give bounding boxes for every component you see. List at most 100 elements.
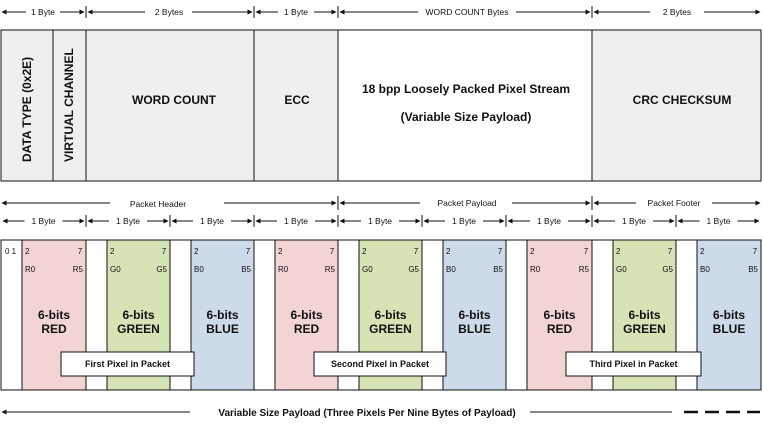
byte-width-label: 1 Byte [537, 216, 561, 226]
bit-count-label: 6-bits [713, 308, 745, 322]
bit-index-2: 2 [25, 247, 30, 256]
bit-end-label: B5 [493, 265, 503, 274]
bit-index-2: 2 [110, 247, 115, 256]
section-packet-header: Packet Header [130, 199, 186, 209]
color-channel-label: BLUE [713, 322, 746, 336]
byte-width-label: 1 Byte [284, 216, 308, 226]
color-channel-label: BLUE [458, 322, 491, 336]
bit-end-label: B5 [241, 265, 251, 274]
pixel-group-text: Second Pixel in Packet [331, 359, 429, 369]
byte-width-label: 1 Byte [31, 216, 55, 226]
bit-index-0-1: 0 1 [5, 247, 17, 256]
bit-end-label: R5 [579, 265, 590, 274]
bit-end-label: R5 [325, 265, 336, 274]
color-channel-label: GREEN [623, 322, 666, 336]
field-virtual-channel: VIRTUAL CHANNEL [62, 48, 76, 162]
bit-end-label: R5 [73, 265, 84, 274]
bit-start-label: B0 [194, 265, 204, 274]
bit-end-label: B5 [748, 265, 758, 274]
bit-index-7: 7 [668, 247, 673, 256]
byte-width-marker: 1 Byte [505, 215, 591, 227]
byte-width-marker: 1 Byte [421, 215, 505, 227]
pixel-group-text: Third Pixel in Packet [589, 359, 677, 369]
packet-structure: DATA TYPE (0x2E) VIRTUAL CHANNEL WORD CO… [0, 29, 762, 182]
byte-width-marker: 1 Byte [2, 216, 85, 226]
bit-count-label: 6-bits [628, 308, 660, 322]
section-packet-payload: Packet Payload [437, 198, 496, 208]
bit-start-label: B0 [446, 265, 456, 274]
bit-index-7: 7 [78, 247, 83, 256]
size-label-crc: 2 Bytes [663, 7, 691, 17]
bit-index-7: 7 [162, 247, 167, 256]
size-label-word-count: 2 Bytes [155, 7, 183, 17]
bit-start-label: R0 [530, 265, 541, 274]
size-label-payload: WORD COUNT Bytes [426, 7, 509, 17]
bit-index-7: 7 [753, 247, 758, 256]
field-ecc: ECC [284, 93, 310, 107]
bit-index-2: 2 [194, 247, 199, 256]
bit-index-2: 2 [362, 247, 367, 256]
byte-width-marker: 1 Byte [591, 215, 675, 227]
pixel-group-label: Third Pixel in Packet [565, 351, 702, 377]
bit-start-label: G0 [110, 265, 121, 274]
field-data-type: DATA TYPE (0x2E) [20, 57, 34, 162]
size-label-ecc: 1 Byte [284, 7, 308, 17]
field-payload-title: 18 bpp Loosely Packed Pixel Stream [362, 82, 570, 96]
pixel-group-label: Second Pixel in Packet [313, 351, 447, 377]
byte-width-marker: 1 Byte [85, 215, 169, 227]
bit-start-label: B0 [700, 265, 710, 274]
bit-start-label: R0 [278, 265, 289, 274]
variable-payload-label: Variable Size Payload (Three Pixels Per … [218, 408, 515, 419]
bit-start-label: R0 [25, 265, 36, 274]
color-channel-label: RED [41, 322, 67, 336]
byte-width-label: 1 Byte [200, 216, 224, 226]
color-channel-label: GREEN [369, 322, 412, 336]
section-label-row: Packet Header Packet Payload Packet Foot… [1, 196, 761, 210]
byte-width-marker: 1 Byte [169, 215, 253, 227]
bit-end-label: G5 [408, 265, 419, 274]
byte-width-marker: 1 Byte [675, 215, 760, 227]
section-packet-footer: Packet Footer [648, 198, 701, 208]
bit-index-2: 2 [530, 247, 535, 256]
bit-count-label: 6-bits [38, 308, 70, 322]
bit-count-label: 6-bits [374, 308, 406, 322]
pixel-group-text: First Pixel in Packet [85, 359, 170, 369]
bit-index-2: 2 [700, 247, 705, 256]
field-word-count: WORD COUNT [132, 93, 217, 107]
bit-index-7: 7 [498, 247, 503, 256]
byte-width-label: 1 Byte [452, 216, 476, 226]
bit-index-2: 2 [616, 247, 621, 256]
top-tick-marks [85, 6, 593, 18]
pixel-group-label: First Pixel in Packet [60, 351, 195, 377]
bit-index-7: 7 [330, 247, 335, 256]
bit-count-label: 6-bits [290, 308, 322, 322]
bit-index-7: 7 [246, 247, 251, 256]
bit-index-2: 2 [278, 247, 283, 256]
field-payload-subtitle: (Variable Size Payload) [401, 110, 532, 124]
bit-index-7: 7 [414, 247, 419, 256]
bit-index-2: 2 [446, 247, 451, 256]
bottom-label-row: Variable Size Payload (Three Pixels Per … [1, 408, 760, 419]
color-channel-label: RED [547, 322, 573, 336]
bit-count-label: 6-bits [458, 308, 490, 322]
bit-count-label: 6-bits [543, 308, 575, 322]
bit-start-label: G0 [362, 265, 373, 274]
bit-count-label: 6-bits [206, 308, 238, 322]
color-channel-label: RED [294, 322, 320, 336]
byte-width-label: 1 Byte [368, 216, 392, 226]
color-channel-label: GREEN [117, 322, 160, 336]
byte-width-marker: 1 Byte [337, 215, 421, 227]
color-channel-label: BLUE [206, 322, 239, 336]
byte-width-marker: 1 Byte [253, 215, 337, 227]
bit-count-label: 6-bits [122, 308, 154, 322]
bit-index-7: 7 [584, 247, 589, 256]
size-label-data-id: 1 Byte [31, 7, 55, 17]
